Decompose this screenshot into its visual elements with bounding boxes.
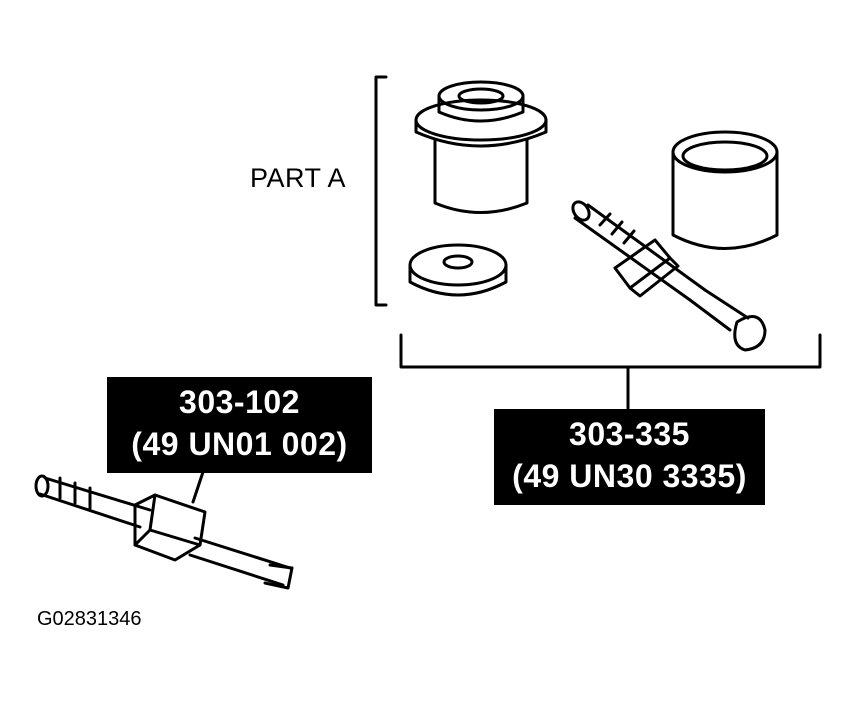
tool-set-bracket [399,333,822,369]
tool-tag-303-102: 303-102 (49 UN01 002) [107,377,372,473]
part-a-bracket [374,75,388,307]
washer [408,243,508,297]
tool-code: (49 UN01 002) [131,426,348,462]
sleeve-cup [671,130,779,250]
figure-id: G02831346 [37,608,142,630]
tool-leader [191,467,206,504]
tool-code: (49 UN30 3335) [512,458,747,494]
tool-tag-303-335: 303-335 (49 UN30 3335) [494,409,765,505]
part-a-label: PART A [250,163,347,193]
threaded-rod-303-102 [34,474,294,590]
tool-number: 303-335 [569,416,690,452]
tool-number: 303-102 [179,384,300,420]
threaded-rod-part-a [571,200,767,352]
large-bushing [414,80,548,214]
